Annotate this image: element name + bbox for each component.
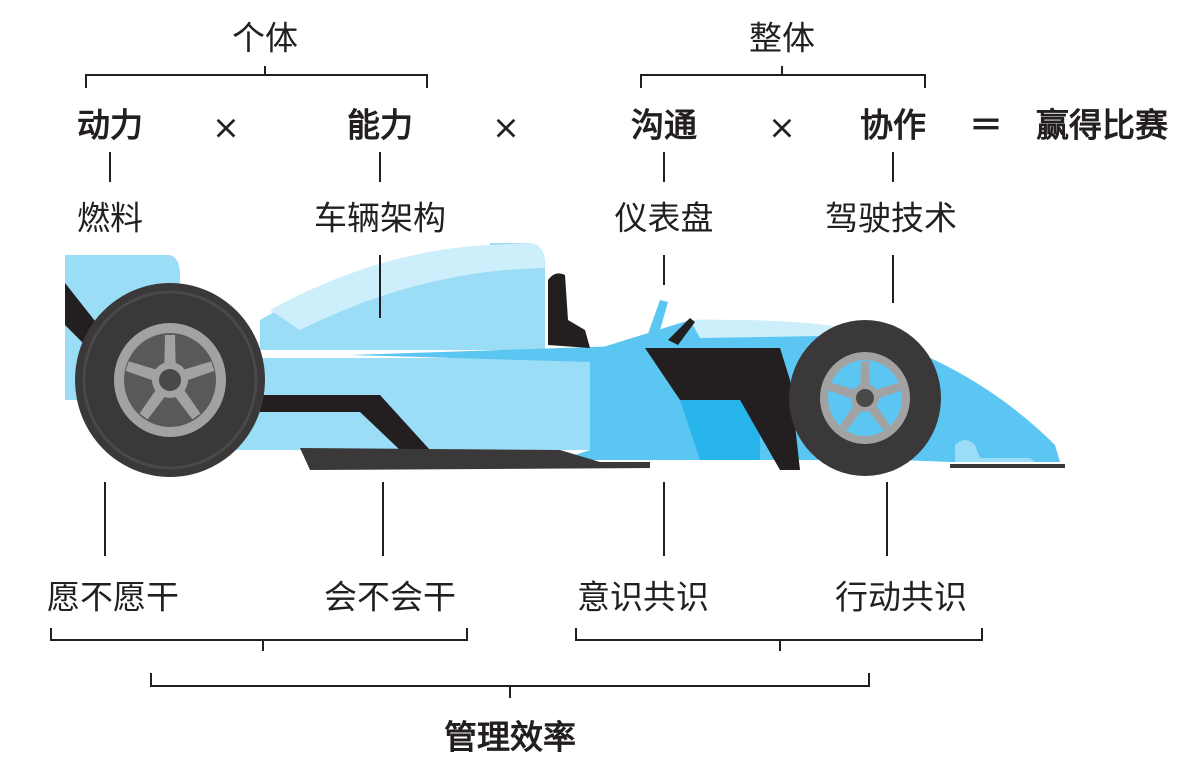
times-sign: × xyxy=(492,107,520,147)
label-awareness-consensus: 意识共识 xyxy=(577,577,709,617)
factor-power: 动力 xyxy=(77,105,143,145)
bracket-management xyxy=(150,673,870,698)
label-management-efficiency: 管理效率 xyxy=(444,717,576,757)
label-whole: 整体 xyxy=(749,18,815,58)
race-car-illustration xyxy=(65,243,1065,477)
bracket-whole xyxy=(640,66,926,88)
car-body-mid xyxy=(350,345,680,460)
car-body-dark xyxy=(680,400,760,460)
part-chassis: 车辆架构 xyxy=(314,198,446,238)
label-willing: 愿不愿干 xyxy=(47,577,179,617)
car-steering xyxy=(643,300,668,348)
result-win-race: 赢得比赛 xyxy=(1036,105,1168,145)
factor-communication: 沟通 xyxy=(631,105,697,145)
label-individual: 个体 xyxy=(232,18,298,58)
rear-wheel xyxy=(75,283,265,477)
part-driving-skill: 驾驶技术 xyxy=(825,198,957,238)
equals-sign: ＝ xyxy=(969,105,1003,145)
front-wheel xyxy=(789,320,941,476)
part-fuel: 燃料 xyxy=(77,198,143,238)
car-engine-cover-highlight xyxy=(270,243,545,330)
car-black-stripe-front xyxy=(645,348,800,470)
times-sign: × xyxy=(212,107,240,147)
bracket-individual-bottom xyxy=(50,628,468,651)
bracket-whole-bottom xyxy=(575,628,983,651)
car-mirror xyxy=(668,318,695,345)
factor-ability: 能力 xyxy=(347,105,413,145)
bracket-individual xyxy=(85,66,428,88)
times-sign: × xyxy=(768,107,796,147)
label-capable: 会不会干 xyxy=(324,577,456,617)
car-front-detail xyxy=(955,440,1035,462)
car-black-stripe-rear xyxy=(260,395,430,450)
part-dashboard: 仪表盘 xyxy=(614,198,714,238)
factor-collaboration: 协作 xyxy=(860,105,926,145)
car-seat xyxy=(548,273,590,348)
label-action-consensus: 行动共识 xyxy=(835,577,967,617)
car-sidepod xyxy=(200,358,590,450)
connector-lines xyxy=(50,66,983,698)
car-front-wing xyxy=(950,464,1065,468)
car-floor xyxy=(300,448,650,470)
